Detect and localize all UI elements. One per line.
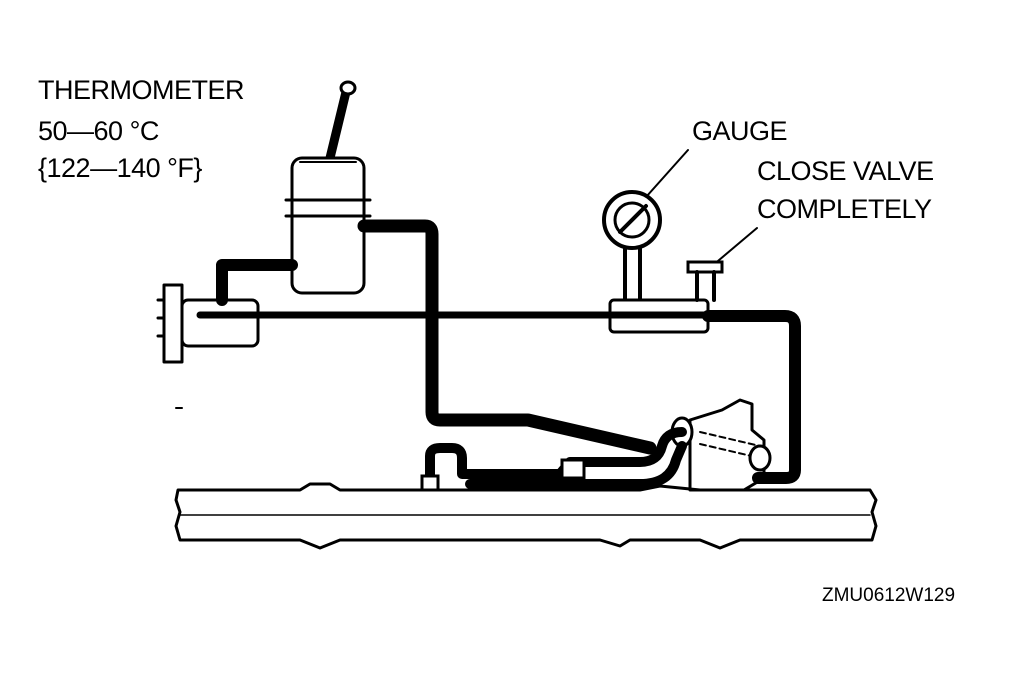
shutoff-valve-icon — [686, 260, 724, 302]
cylinder-end-fitting — [420, 474, 440, 492]
power-steering-pump — [156, 283, 260, 364]
reservoir-tank — [284, 156, 372, 295]
pressure-gauge-icon — [602, 190, 662, 302]
thermometer-icon — [325, 80, 357, 163]
temperature-celsius-label: 50—60 °C — [38, 116, 159, 146]
valve-leader-line — [711, 227, 758, 267]
temperature-fahrenheit-label: {122—140 °F} — [38, 153, 202, 183]
cylinder-port-fitting — [560, 458, 586, 480]
steering-rack-housing — [174, 482, 878, 550]
close-valve-label-line2: COMPLETELY — [757, 194, 932, 224]
close-valve-label-line1: CLOSE VALVE — [757, 156, 934, 186]
figure-code: ZMU0612W129 — [822, 585, 955, 606]
thermometer-label: THERMOMETER — [38, 75, 244, 105]
gauge-label: GAUGE — [692, 116, 787, 146]
